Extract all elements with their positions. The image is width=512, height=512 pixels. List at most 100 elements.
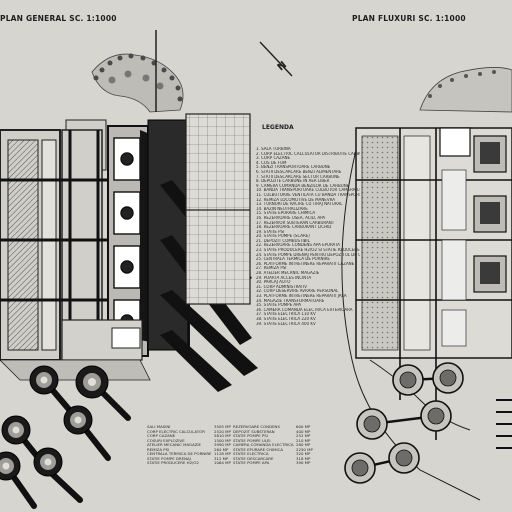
flow-curves [341, 149, 481, 501]
table-cell: STATIE DESCARCARE [232, 455, 274, 461]
general-plan [0, 30, 258, 509]
legend-item: 12. REMIZA LOCOMOTIVE DE MANEVRA [256, 197, 335, 202]
legend-item: 6. STATII DESCARCARE BENZI ALIMENTARE [256, 169, 342, 174]
table-cell: 320 MP [296, 451, 311, 456]
legend-item: 26. PLATFORME INTRETINERE REPARATII CAZA… [256, 261, 355, 266]
table-cell: COSURI EXPLOZIVE [147, 437, 185, 443]
table-cell: 400 MP [296, 428, 311, 434]
legend-item: 25. CENTRALA TERMICA DE PORNIRE [256, 257, 330, 262]
legend-item: 22. REZERVOARE CONDENS APA EPURATA [256, 243, 340, 248]
legend-item: 34. MAGAZIE TRANSFORMATOARE [256, 298, 325, 303]
table-cell: 264 MP [214, 446, 229, 452]
table-cell: ATELIER MECANIC MAGAZIE [147, 442, 202, 447]
legend-item: 37. STATIE ELECTRICA 110 KV [256, 312, 316, 317]
flow-plan-title: PLAN FLUXURI SC. 1:1000 [352, 14, 466, 23]
general-plan-title: PLAN GENERAL SC. 1:1000 [0, 14, 117, 23]
switchyard-grid [185, 113, 251, 305]
legend-item: 7. STATII DESCARCARE SECTOR CARBUNE [256, 174, 340, 179]
legend-item: 33. PLATFORME INTRETINERE REPARATII JALA [256, 294, 347, 298]
table-cell: 600 MP [296, 424, 311, 429]
table-cell: REMIZA PSI [147, 446, 170, 452]
legend-item: 10. BANDA TRANSPORTOARE CULBUTOR CAMERA … [256, 188, 360, 193]
coal-depot [7, 139, 39, 351]
table-cell: STATIE EPURARE CHIMICA [232, 446, 284, 452]
table-cell: 1128 MP [214, 451, 231, 456]
table-cell: CENTRALA TERMICA DE PORNIRE [147, 451, 212, 456]
flow-plan [341, 67, 512, 501]
legend-item: 9. CAMERA COMANDA BENZILOR DE CARBUNE [256, 183, 350, 188]
legend-item: 27. REMIZA PSI [256, 266, 287, 271]
table-cell: 252 MP [296, 433, 311, 438]
table-cell: 390 MP [296, 460, 311, 465]
legend-item: 35. STATIE POMPE APA [256, 303, 302, 308]
legend-item: 38. STATIE ELECTRICA 220 KV [256, 316, 316, 321]
table-cell: STATIE POMPE PSI [232, 433, 268, 438]
table-cell: 1064 MP [214, 460, 231, 465]
table-cell: CAMERA COMANDA ELECTRICA [232, 442, 294, 447]
legend-item: 17. REZERVOR SUBTERAN CARBURANT [256, 220, 335, 225]
table-cell: CORP ELECTRIC CALCULATOR [147, 428, 205, 434]
landscape-trees [91, 53, 184, 113]
legend-item: 16. REZERVOARE USEA, ACID, APA [256, 215, 325, 220]
legend-item: 11. CULBUTOARE VENTILATA CU BANDA TRANSP… [256, 192, 360, 197]
table-cell: REZERVOARE CONDENS [232, 424, 280, 429]
table-cell: SALI MASINI [147, 424, 171, 429]
legend-item: 30. PARCAJ AUTO [256, 280, 291, 285]
table-cell: STATIE PRODUCERE H2/O2 [147, 460, 199, 465]
table-cell: STATIE POMPE APA [232, 460, 270, 465]
table-cell: 312 MP [214, 455, 229, 461]
legend-item: 1. SALA TURBINA [256, 147, 291, 151]
table-cell: 5810 MP [214, 433, 231, 438]
legend-item: 24. STATIE POMPE DRENAJ PENTRU DEPOZITUL… [256, 252, 360, 257]
legend-item: 39. STATIE ELECTRICA 400 KV [256, 321, 316, 326]
table-cell: 3990 MP [214, 442, 231, 447]
legend-item: 21. DEPOZIT COMBUSTIBIL [256, 238, 310, 243]
legend-item: 23. STATIE PRODUCERE H2/O2 SI STATIE RED… [256, 248, 360, 253]
legend-item: 4. COS DE FUM [256, 160, 287, 165]
legend-item: 29. POARTA ACCES INCINTA [256, 275, 312, 280]
table-cell: 2520 MP [214, 428, 231, 434]
table-cell: 3505 MP [214, 424, 231, 429]
legend-item: 20. STATIE POMPE (SCARE) [256, 234, 310, 239]
flow-cooling-towers [344, 362, 464, 484]
legend-item: 3. CORP CAZANE [256, 156, 291, 161]
flow-coal-yard [361, 135, 399, 351]
table-cell: DEPOZIT SUBSTERAN [232, 428, 275, 434]
legend-item: 31. CORP ADMINISTRATIV [256, 284, 308, 289]
north-arrow-icon: N [259, 41, 293, 77]
legend-item: 5. BENZI TRANSPORTOARE CARBUNE [256, 165, 331, 170]
legend-item: 28. ATELIER MECANIC MAGAZIE [256, 271, 320, 276]
flow-boiler-units [439, 127, 507, 293]
legend-item: 19. STATIE PSI [256, 229, 285, 234]
table-cell: STATIE POMPE DRENAJ [147, 455, 191, 461]
table-cell: STATIE POMPE ULEI [232, 437, 271, 443]
legend-item: 14. BAZIN NEUTRALIZARE [256, 206, 308, 211]
table-cell: STATIE ELECTRICA [232, 451, 269, 456]
legend-item: 8. DEPOZITE CARBUNE IN AER LIBER [256, 179, 330, 184]
legend-heading: LEGENDA [262, 124, 294, 131]
legend-item: 32. CORP DESERVIRE AVRARE PERSONAL [256, 289, 339, 294]
table-cell: CORP CAZANE [147, 433, 176, 438]
legend-item: 2. CORP ELECTRIC CALCULATOR DISTRIBUTIE … [256, 151, 360, 156]
legend-item: 18. REZERVOARE CARBURANT LICHID [256, 225, 332, 230]
legend-item: 15. STATIE EPURARE CHIMICA [256, 211, 316, 216]
table-cell: 280 MP [296, 442, 311, 447]
table-cell: 1500 MP [214, 437, 231, 443]
legend-item: 36. CAMERA COMANDA ELECTRICA EXTERIOARA [256, 307, 353, 312]
flow-landscape [419, 67, 512, 113]
cooling-towers [0, 365, 131, 509]
table-cell: 2250 MP [296, 446, 313, 452]
